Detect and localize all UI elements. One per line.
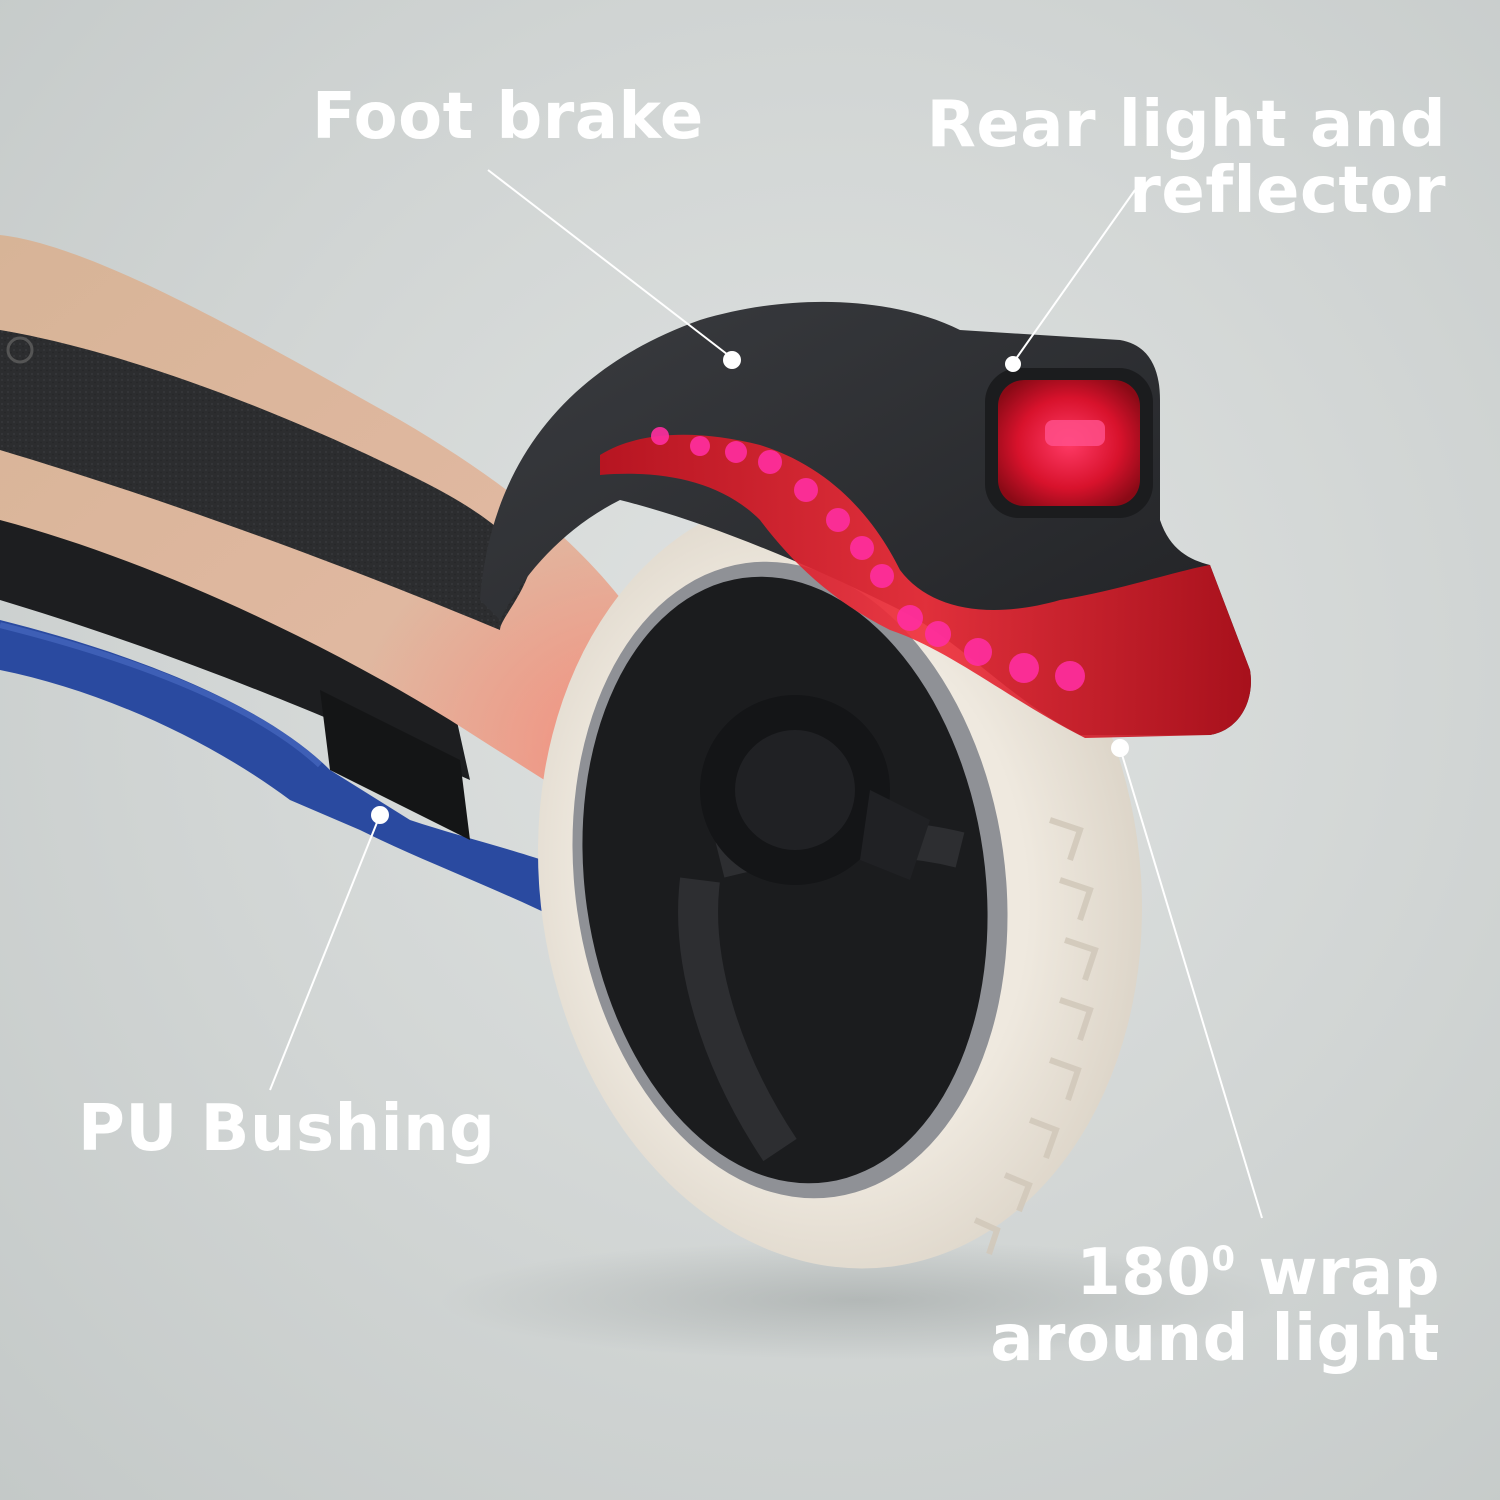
foot-brake-label: Foot brake [312,80,704,154]
wrap-angle-number: 180 [1076,1236,1212,1310]
pu-bushing-label: PU Bushing [78,1092,496,1166]
wrap-word: wrap [1235,1236,1440,1310]
callout-lines [269,169,1263,1219]
rear-light-label: Rear light and reflector [927,92,1446,224]
wrap-around-light [600,434,1251,738]
rear-light-label-line2: reflector [1129,154,1446,228]
deck-logo-icon [6,336,34,364]
rear-light-label-line1: Rear light and [926,88,1446,162]
fork [860,790,930,880]
rear-wheel [538,491,1142,1269]
wrap-light-label: 1800 wrap around light [990,1240,1440,1372]
deck-bracket [320,690,470,840]
grip-tape [0,330,530,630]
wrap-light-label-line1: 1800 wrap [990,1240,1440,1306]
ground-shadow [440,1240,1280,1360]
wrap-light-label-line2: around light [990,1302,1440,1376]
degree-symbol: 0 [1211,1239,1236,1279]
callout-dots [371,351,1129,824]
fender [480,301,1251,738]
